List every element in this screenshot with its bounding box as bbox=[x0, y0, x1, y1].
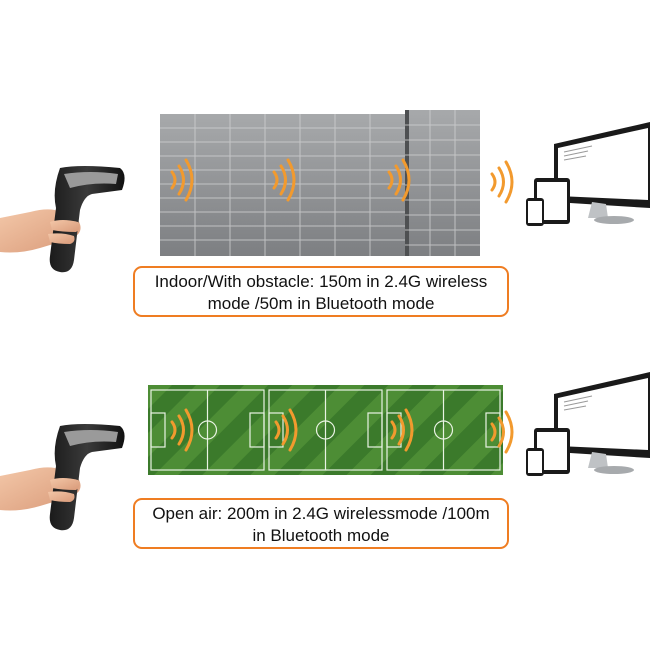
caption-line: mode /50m in Bluetooth mode bbox=[207, 294, 435, 313]
wireless-signal-icon bbox=[274, 408, 298, 452]
wireless-signal-icon bbox=[390, 408, 414, 452]
obstacle-wall bbox=[160, 114, 405, 256]
wireless-signal-icon bbox=[387, 158, 411, 202]
caption-line: in Bluetooth mode bbox=[252, 526, 390, 545]
wireless-signal-icon bbox=[272, 158, 296, 202]
barcode-scanner-icon bbox=[0, 166, 125, 273]
caption-line: Indoor/With obstacle: 150m in 2.4G wirel… bbox=[154, 272, 488, 291]
indoor-range-caption: Indoor/With obstacle: 150m in 2.4G wirel… bbox=[133, 266, 509, 317]
wireless-signal-icon bbox=[490, 160, 514, 204]
barcode-scanner-icon bbox=[0, 424, 125, 531]
wireless-signal-icon bbox=[490, 410, 514, 454]
football-field-strip bbox=[148, 385, 503, 475]
wireless-signal-icon bbox=[170, 158, 194, 202]
open-air-range-caption: Open air: 200m in 2.4G wirelessmode /100… bbox=[133, 498, 509, 549]
obstacle-wall bbox=[405, 110, 480, 256]
wireless-signal-icon bbox=[170, 408, 194, 452]
caption-line: Open air: 200m in 2.4G wirelessmode /100… bbox=[152, 504, 490, 523]
desktop-monitor-icon bbox=[526, 372, 650, 476]
desktop-monitor-icon bbox=[526, 122, 650, 226]
